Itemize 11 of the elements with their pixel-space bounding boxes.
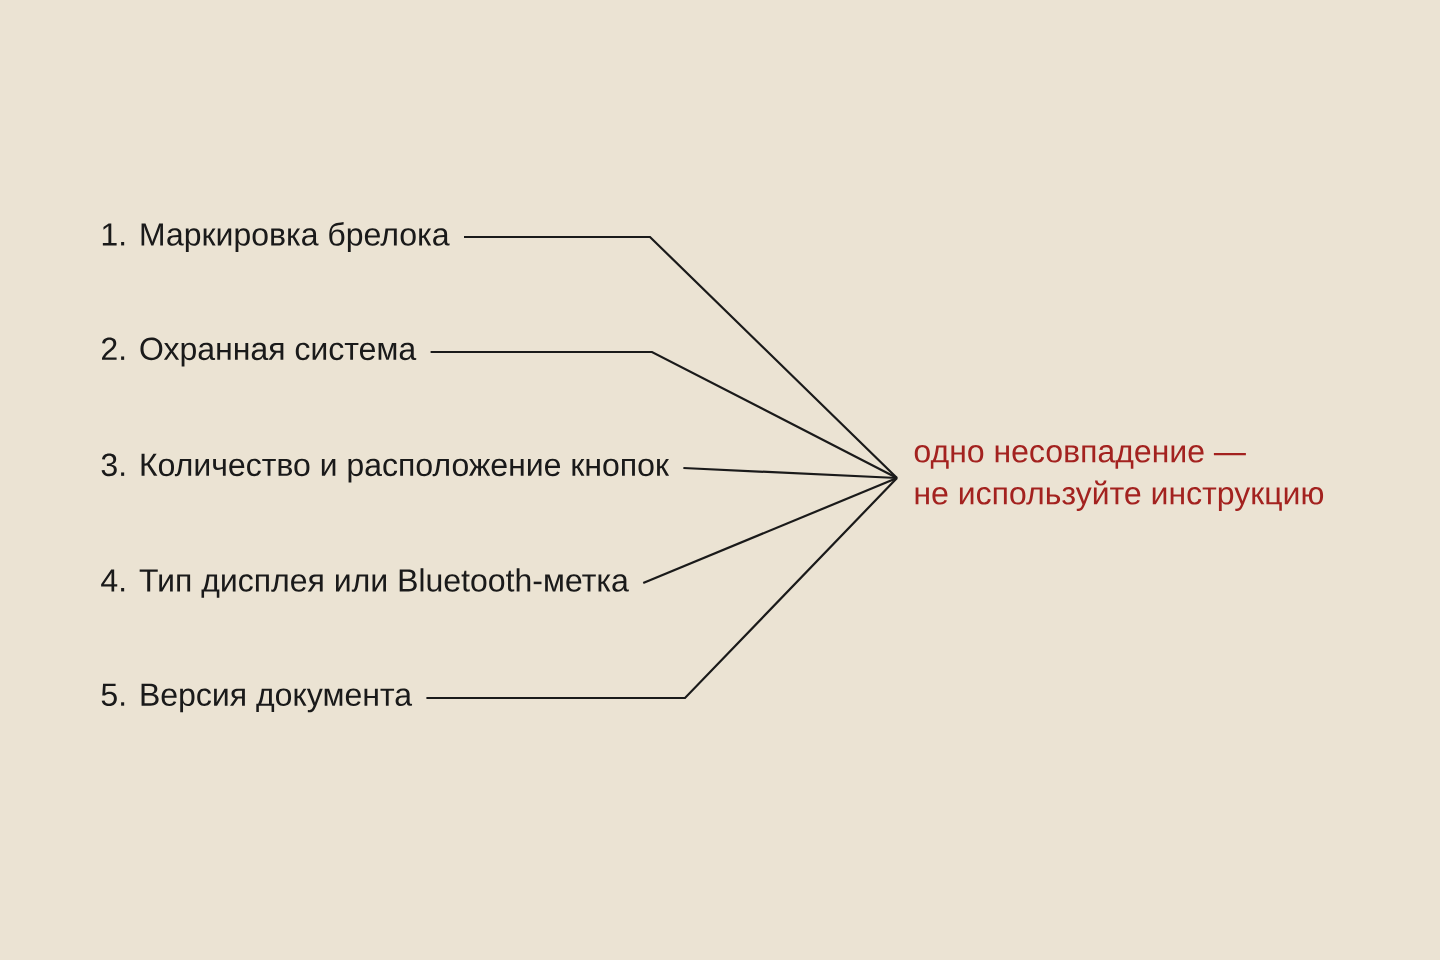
connector-line [430,350,898,479]
connector-line [426,477,898,700]
list-item: 2. Охранная система [102,337,417,367]
list-item: 4. Тип дисплея или Bluetooth-метка [101,568,629,598]
connector-line [683,466,898,480]
list-item: 3. Количество и расположение кнопок [101,453,670,483]
list-item: 5. Версия документа [101,683,413,713]
connector-line [642,477,898,585]
result-text: одно несовпадение — не используйте инструкцию [914,445,1324,511]
connector-line [464,235,898,479]
list-item: 1. Маркировка брелока [102,221,450,253]
